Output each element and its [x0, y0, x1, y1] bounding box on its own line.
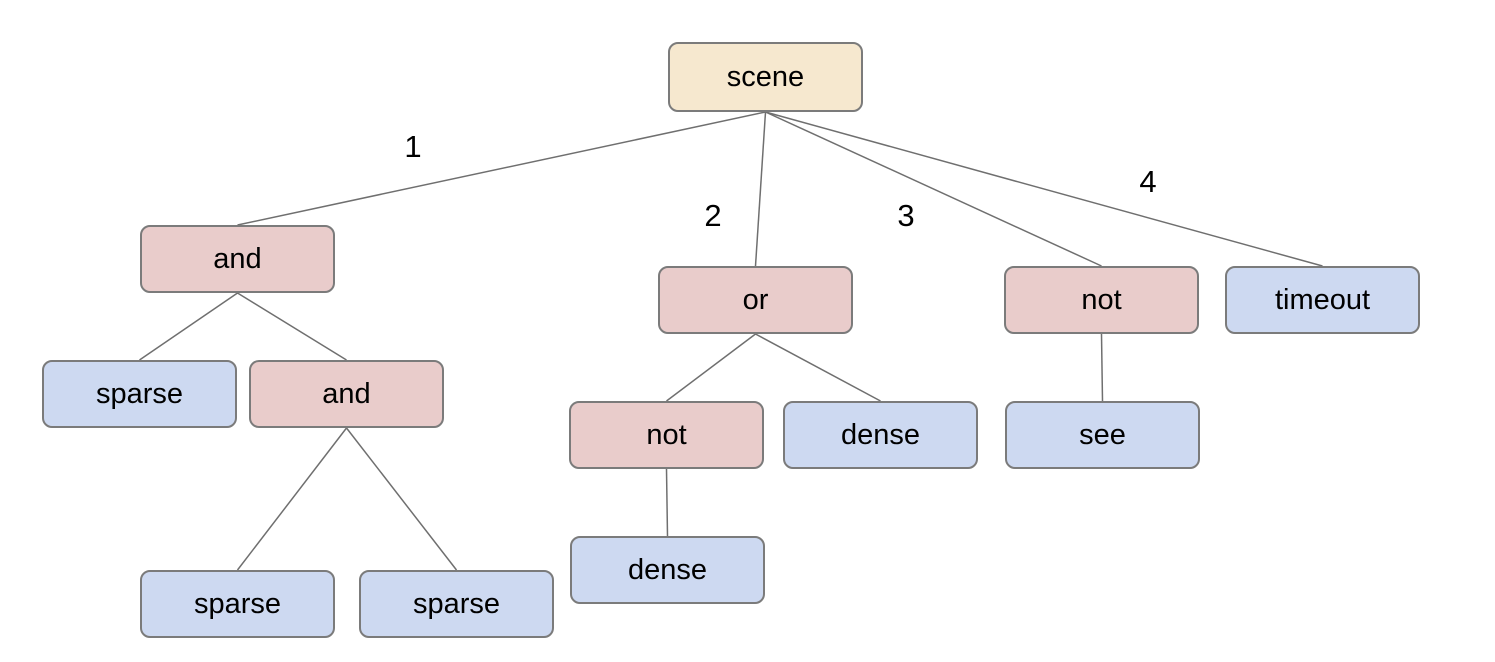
tree-node-scene: scene [668, 42, 863, 112]
tree-node-dense1: dense [783, 401, 978, 469]
tree-node-dense2: dense [570, 536, 765, 604]
tree-node-sparse3: sparse [359, 570, 554, 638]
tree-edge-and1-and2 [237, 292, 347, 361]
tree-edge-not2-dense2 [665, 468, 669, 537]
tree-edge-scene-timeout1 [765, 111, 1323, 267]
tree-node-sparse2: sparse [140, 570, 335, 638]
tree-node-sparse1: sparse [42, 360, 237, 428]
tree-edge-scene-and1 [237, 111, 766, 226]
tree-edge-and2-sparse3 [345, 427, 458, 571]
tree-node-or1: or [658, 266, 853, 334]
tree-edge-or1-dense1 [755, 333, 881, 402]
tree-node-and2: and [249, 360, 444, 428]
edge-label-2: 2 [704, 198, 722, 233]
edge-label-4: 4 [1139, 164, 1157, 199]
tree-node-not2: not [569, 401, 764, 469]
tree-edge-scene-or1 [754, 111, 767, 267]
tree-edge-and1-sparse1 [139, 292, 238, 361]
tree-node-see1: see [1005, 401, 1200, 469]
edge-label-3: 3 [897, 198, 915, 233]
tree-edge-and2-sparse2 [236, 427, 348, 571]
tree-node-not1: not [1004, 266, 1199, 334]
edge-label-1: 1 [404, 129, 422, 164]
tree-edge-or1-not2 [666, 333, 756, 402]
tree-node-and1: and [140, 225, 335, 293]
tree-edge-not1-see1 [1100, 333, 1104, 402]
tree-edge-scene-not1 [765, 111, 1102, 267]
tree-node-timeout1: timeout [1225, 266, 1420, 334]
